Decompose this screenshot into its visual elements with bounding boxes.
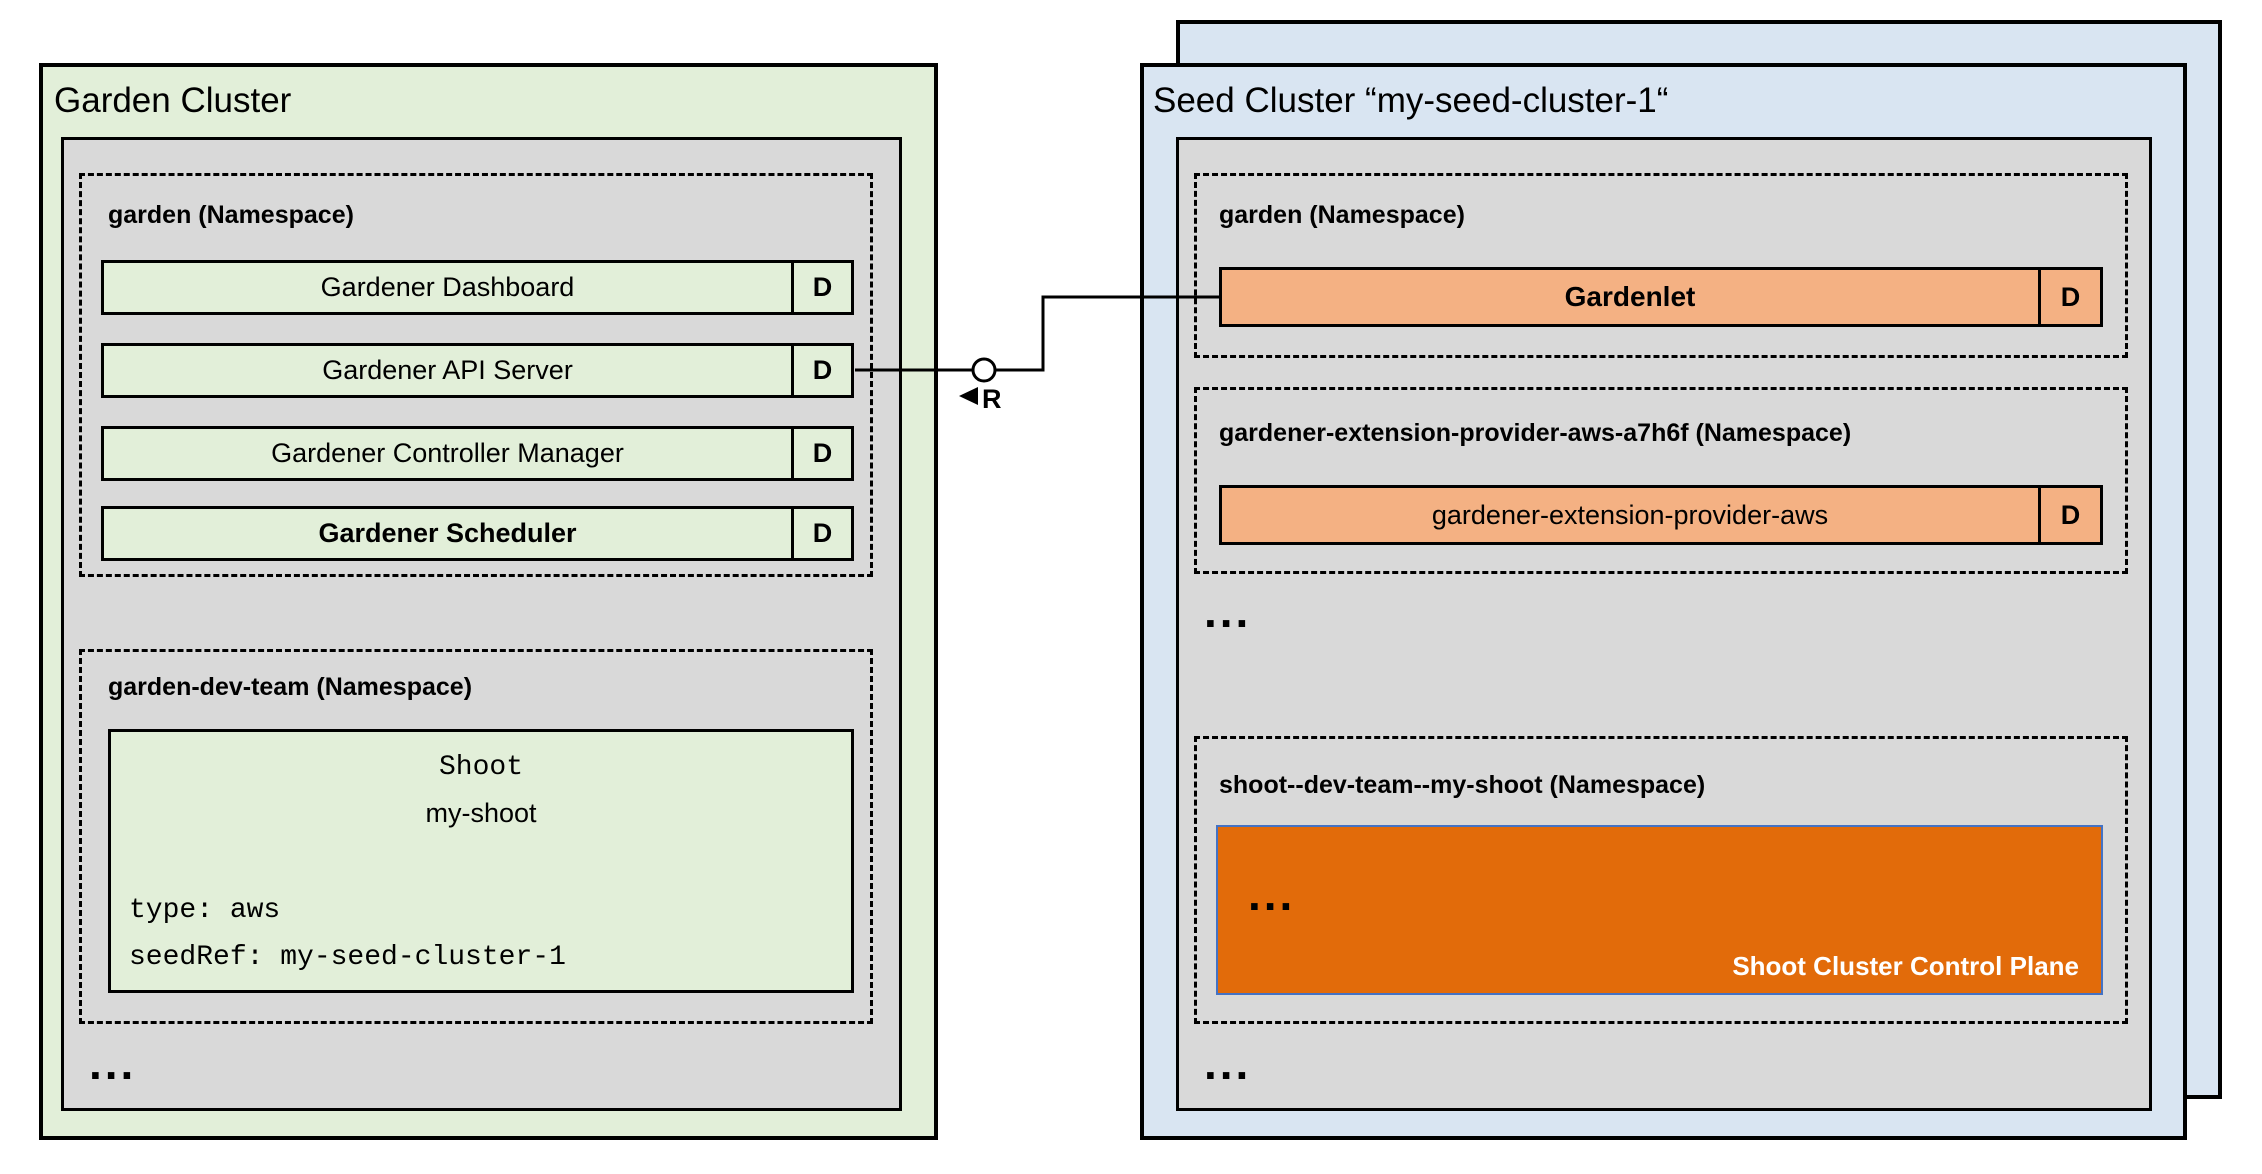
deployment-badge: D <box>791 343 854 398</box>
reconcile-label: R <box>982 384 1002 414</box>
seed-garden-namespace-label: garden (Namespace) <box>1219 201 1465 229</box>
garden-more-ellipsis: ... <box>89 1037 137 1089</box>
gardener-api-server-label: Gardener API Server <box>322 355 573 385</box>
gardenlet-box: Gardenlet <box>1219 267 2041 327</box>
component-row-gardener-scheduler: Gardener Scheduler D <box>101 506 854 561</box>
gardener-dashboard-label: Gardener Dashboard <box>320 272 575 302</box>
deployment-badge: D <box>791 260 854 315</box>
gardener-scheduler-label: Gardener Scheduler <box>318 518 577 548</box>
gardenlet-label: Gardenlet <box>1564 281 1696 312</box>
garden-dev-team-namespace-label: garden-dev-team (Namespace) <box>108 673 473 701</box>
shoot-name: my-shoot <box>425 798 537 828</box>
reconcile-arrow-icon <box>959 387 978 405</box>
extension-namespace-label: gardener-extension-provider-aws-a7h6f (N… <box>1219 419 1852 447</box>
component-row-gardener-controller-manager: Gardener Controller Manager D <box>101 426 854 481</box>
extension-provider-aws-label: gardener-extension-provider-aws <box>1431 499 1829 530</box>
extension-namespace-box <box>1194 387 2128 574</box>
garden-namespace-label: garden (Namespace) <box>108 201 354 229</box>
shoot-resource-box: Shoot my-shoot type: aws seedRef: my-see… <box>108 729 854 993</box>
gardener-controller-manager-box: Gardener Controller Manager <box>101 426 794 481</box>
shoot-spec-seedref: seedRef: my-seed-cluster-1 <box>129 942 566 973</box>
control-plane-more-ellipsis: ... <box>1248 868 1296 920</box>
gardener-api-server-box: Gardener API Server <box>101 343 794 398</box>
seed-more-ellipsis-1: ... <box>1204 585 1252 637</box>
seed-more-ellipsis-2: ... <box>1204 1037 1252 1089</box>
shoot-spec-type: type: aws <box>129 895 281 926</box>
component-row-gardenlet: Gardenlet D <box>1219 267 2103 327</box>
shoot-namespace-box <box>1194 736 2128 1024</box>
garden-dev-team-namespace-box <box>79 649 873 1024</box>
seed-cluster-title: Seed Cluster “my-seed-cluster-1“ <box>1153 81 1669 120</box>
shoot-namespace-label: shoot--dev-team--my-shoot (Namespace) <box>1219 771 1706 799</box>
gardener-scheduler-box: Gardener Scheduler <box>101 506 794 561</box>
gardener-dashboard-box: Gardener Dashboard <box>101 260 794 315</box>
garden-cluster-title: Garden Cluster <box>54 81 292 120</box>
component-row-gardener-api-server: Gardener API Server D <box>101 343 854 398</box>
deployment-badge: D <box>791 426 854 481</box>
shoot-kind: Shoot <box>438 752 523 783</box>
interface-circle <box>971 357 997 383</box>
component-row-gardener-dashboard: Gardener Dashboard D <box>101 260 854 315</box>
deployment-badge: D <box>2038 485 2103 545</box>
deployment-badge: D <box>791 506 854 561</box>
gardener-controller-manager-label: Gardener Controller Manager <box>271 438 624 468</box>
shoot-control-plane-box: ... Shoot Cluster Control Plane <box>1216 825 2103 995</box>
deployment-badge: D <box>2038 267 2103 327</box>
extension-provider-aws-box: gardener-extension-provider-aws <box>1219 485 2041 545</box>
control-plane-label: Shoot Cluster Control Plane <box>1732 951 2079 982</box>
component-row-extension-provider-aws: gardener-extension-provider-aws D <box>1219 485 2103 545</box>
seed-garden-namespace-box <box>1194 173 2128 358</box>
garden-namespace-box <box>79 173 873 577</box>
